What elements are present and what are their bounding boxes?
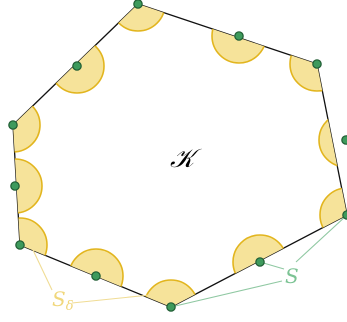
sample-point-4 [341, 135, 347, 145]
sample-point-12 [72, 61, 82, 71]
sample-point-3 [312, 59, 322, 69]
sample-point-5 [342, 210, 347, 220]
delta-disk-7 [143, 279, 199, 307]
sample-point-1 [133, 0, 143, 9]
delta-set-label: Sδ [52, 287, 74, 314]
s-leader-line-3 [295, 214, 347, 263]
sample-point-11 [8, 120, 18, 130]
sample-point-7 [166, 302, 176, 312]
sample-point-2 [234, 31, 244, 41]
delta-set-label-subscript: δ [66, 299, 74, 314]
s-delta-leader-line-1 [32, 249, 53, 291]
s-delta-leader-line-2 [71, 294, 151, 304]
sample-point-10 [10, 181, 20, 191]
sample-point-6 [255, 257, 265, 267]
point-set-s [8, 0, 347, 312]
s-leader-line-1 [170, 280, 283, 308]
delta-set-label-main: S [52, 287, 66, 311]
sample-point-8 [91, 271, 101, 281]
point-set-label: S [285, 264, 299, 288]
sample-point-9 [15, 240, 25, 250]
delta-disk-1 [110, 4, 166, 32]
